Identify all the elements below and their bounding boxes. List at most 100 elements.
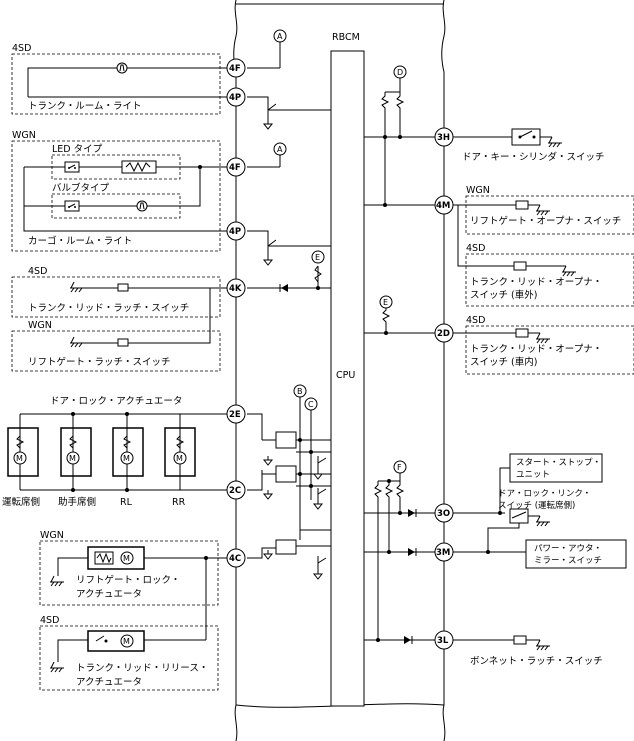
liftgate-lock-actuator-icon: M [87,546,145,570]
group-label: WGN [466,185,490,196]
rbcm-label: RBCM [332,32,360,43]
switch-icon [64,200,80,212]
ground-icon [69,336,85,348]
relay-icon [262,431,331,487]
ref-c-label: C [308,400,314,409]
door-key-cylinder-switch-label: ドア・キー・シリンダ・スイッチ [462,151,605,163]
liftgate-lock-actuator-label-2: アクチュエータ [76,589,142,600]
rr-label: RR [172,497,186,508]
connector-label: 3M [436,548,450,558]
ref-a-label: A [277,32,283,41]
motor-icon: M [123,554,130,563]
ref-e-label: E [315,253,320,262]
diode-icon [404,636,413,644]
group-label: 4SD [466,243,485,254]
group-wgn-cargo-room [11,140,221,252]
switch-icon [515,200,529,210]
liftgate-latch-switch-label: リフトゲート・ラッチ・スイッチ [28,356,171,368]
group-4sd-trunk-latch [11,276,221,318]
rl-label: RL [120,497,133,508]
ground-icon [313,469,323,480]
trunk-release-actuator-icon: M [87,630,145,652]
trunk-opener-ext-label-1: トランク・リッド・オープナ・ [470,277,602,288]
connector-4p: 4P [226,87,246,107]
switch-icon [513,261,527,271]
connector-label: 3O [437,509,450,519]
ground-icon [535,332,551,344]
ground-icon [535,639,551,651]
driver-side-label: 運転席側 [2,496,40,508]
switch-icon [511,128,541,146]
transistor-icon [267,239,277,256]
switch-icon [117,283,129,292]
group-label: WGN [12,130,36,141]
diode-icon [279,284,288,292]
cpu-label: CPU [336,370,355,381]
ground-icon [263,455,273,466]
ground-icon [535,515,551,527]
connector-4k: 4K [226,278,246,298]
transistor-icon [317,456,327,470]
door-lock-actuator-label: ドア・ロック・アクチュエータ [50,396,182,407]
connector-4p: 4P [226,221,246,241]
motor-icon: M [16,454,23,463]
connector-3m: 3M [434,542,454,562]
connector-label: 4K [229,284,242,294]
ref-d-label: D [397,68,403,77]
connector-3o: 3O [434,503,454,523]
group-label: 4SD [40,615,59,626]
connector-4f: 4F [226,157,246,177]
motor-icon: M [123,637,130,646]
connector-2e: 2E [226,404,246,424]
group-4sd-trunk-room [11,53,221,115]
connector-3h: 3H [434,127,454,147]
connector-label: 2C [229,486,241,496]
ground-icon [535,204,551,216]
switch-icon [513,635,527,645]
harness-boundary-right [441,0,446,741]
ref-b-label: B [297,387,303,396]
ground-icon [49,661,65,673]
diode-icon [408,548,417,556]
passenger-side-label: 助手席側 [58,496,96,508]
harness-boundary-left [233,0,238,741]
start-stop-unit-label-2: ユニット [516,470,550,480]
power-outer-mirror-switch-box [525,539,627,569]
connector-label: 4C [229,554,241,564]
motor-icon: M [123,454,130,463]
rbcm-cpu-box [330,50,365,707]
transistor-icon [267,103,277,120]
power-outer-mirror-switch-label-1: パワー・アウタ・ [534,544,602,554]
ground-icon [263,489,273,500]
trunk-opener-int-label-2: スイッチ (車内) [470,356,537,368]
door-lock-link-switch-label-2: スイッチ (運転席側) [498,500,575,511]
connector-label: 4F [229,163,241,173]
trunk-room-light-label: トランク・ルーム・ライト [28,101,142,112]
cargo-room-light-label: カーゴ・ルーム・ライト [28,235,132,247]
group-label: WGN [28,320,52,331]
connector-label: 4P [229,93,241,103]
actuator-driver: M [7,414,39,490]
trunk-lid-release-actuator-label-2: アクチュエータ [76,677,142,688]
connector-label: 3L [437,636,449,646]
start-stop-unit-box [509,453,603,483]
group-label: 4SD [466,315,485,326]
ground-icon [313,499,323,510]
transistor-icon [317,488,327,500]
connector-label: 4M [436,201,450,211]
liftgate-lock-actuator-label-1: リフトゲート・ロック・ [76,574,180,586]
group-4sd-trunk-opener-int [465,325,634,375]
liftgate-opener-switch-label: リフトゲート・オープナ・スイッチ [470,215,621,227]
group-label: WGN [40,530,64,541]
trunk-lid-latch-switch-label: トランク・リッド・ラッチ・スイッチ [28,303,189,314]
ground-icon [313,569,323,580]
switch-icon [64,161,80,173]
group-label: 4SD [28,266,47,277]
transistor-icon [317,556,327,570]
ground-icon [69,281,85,293]
connector-4f: 4F [226,58,246,78]
connector-label: 2E [229,410,241,420]
door-lock-link-switch-label-1: ドア・ロック・リンク・ [498,489,591,499]
connector-label: 3H [437,133,450,143]
